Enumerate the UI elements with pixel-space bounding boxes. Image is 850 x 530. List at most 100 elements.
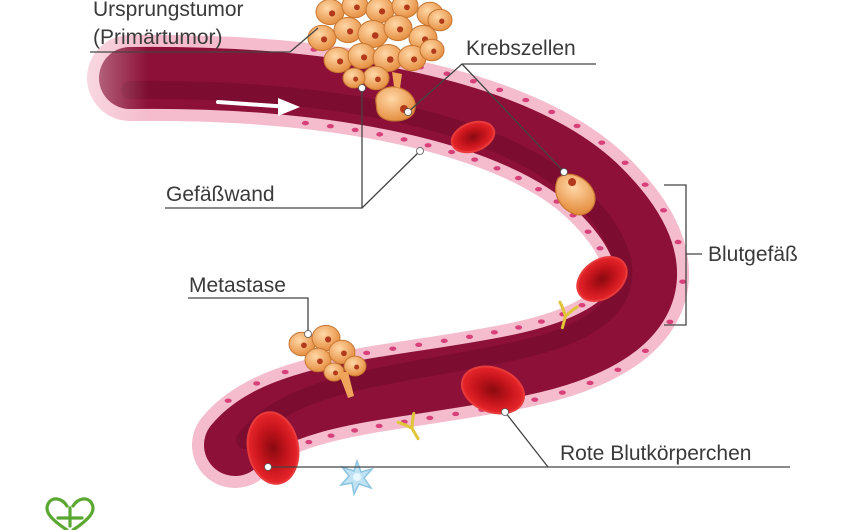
wall-nucleus <box>578 302 586 308</box>
wall-nucleus <box>253 381 261 386</box>
wall-nucleus <box>424 143 432 148</box>
tumor-nucleus <box>337 58 344 65</box>
arrow-head <box>278 98 300 116</box>
antibody-icon <box>558 300 579 330</box>
tumor-nucleus <box>354 364 360 370</box>
wall-nucleus <box>327 433 335 438</box>
wall-nucleus <box>426 415 434 421</box>
leader-dot <box>358 84 366 92</box>
wall-nucleus <box>305 439 313 445</box>
wall-nucleus <box>598 140 606 145</box>
invasion-stalk <box>338 372 354 398</box>
vessel-fade <box>0 20 330 140</box>
wall-nucleus <box>389 346 397 351</box>
wall-nucleus <box>660 208 668 213</box>
wall-nucleus <box>415 342 423 347</box>
wall-nucleus <box>666 319 674 325</box>
wall-nucleus <box>363 350 371 356</box>
wall-nucleus <box>281 369 289 375</box>
wall-nucleus <box>448 149 456 155</box>
wall-nucleus <box>515 325 523 330</box>
label-vessel-wall: Gefäßwand <box>166 183 275 206</box>
tumor-nucleus <box>439 18 445 24</box>
tumor-nucleus <box>379 8 386 15</box>
wall-nucleus <box>493 166 501 171</box>
wall-nucleus <box>531 397 539 402</box>
tumor-nucleus <box>371 32 379 39</box>
wall-nucleus <box>443 71 451 76</box>
label-blood-vessel: Blutgefäß <box>708 243 798 266</box>
wall-nucleus <box>641 348 649 354</box>
tumor-nucleus <box>347 28 354 35</box>
wall-nucleus <box>674 239 682 245</box>
wall-nucleus <box>224 398 232 403</box>
wall-nucleus <box>465 334 473 339</box>
wall-nucleus <box>471 157 479 162</box>
leader-primary-tumor <box>90 27 319 53</box>
red-blood-cell <box>576 256 628 302</box>
label-cancer-cells: Krebszellen <box>466 37 576 60</box>
label-metastasis: Metastase <box>189 274 286 297</box>
wall-nucleus <box>535 186 543 192</box>
wall-nucleus <box>400 137 408 142</box>
wall-nucleus <box>496 87 504 93</box>
red-blood-cell <box>450 120 496 154</box>
wall-nucleus <box>351 127 359 133</box>
label-primary-tumor-line2: (Primärtumor) <box>93 26 223 49</box>
leader-cancer-cells-2 <box>461 63 565 173</box>
leader-dot <box>560 168 568 176</box>
tumor-nucleus <box>317 358 323 365</box>
label-red-blood-cells: Rote Blutkörperchen <box>560 442 751 465</box>
wall-nucleus <box>558 390 566 395</box>
heart-logo-icon <box>45 497 95 530</box>
wall-nucleus <box>548 109 556 115</box>
wall-nucleus <box>469 79 477 84</box>
leader-vessel-wall <box>165 88 421 209</box>
tumor-nucleus <box>329 10 336 17</box>
label-primary-tumor-line1: Ursprungstumor <box>93 0 244 21</box>
tumor-nucleus <box>431 48 437 54</box>
tumor-nucleus <box>353 76 359 82</box>
wall-nucleus <box>584 229 592 234</box>
primary-tumor-cluster <box>307 0 453 91</box>
wall-nucleus <box>586 380 594 386</box>
wall-nucleus <box>514 175 522 181</box>
wall-nucleus <box>641 182 649 187</box>
tumor-nucleus <box>375 76 381 83</box>
leader-dot <box>501 408 509 416</box>
wall-nucleus <box>490 330 498 335</box>
wall-nucleus <box>351 428 359 433</box>
leader-dot <box>404 108 412 116</box>
white-blood-cell-icon <box>338 458 375 497</box>
tumor-nucleus <box>354 4 360 11</box>
tumor-nucleus <box>411 56 418 63</box>
tumor-nucleus <box>325 336 332 343</box>
red-blood-cell <box>461 365 525 415</box>
cancer-cell-circulating <box>555 173 596 216</box>
leader-dot <box>264 463 272 471</box>
wall-nucleus <box>621 160 629 165</box>
wall-nucleus <box>522 97 530 103</box>
wall-nucleus <box>440 338 448 344</box>
tumor-nucleus <box>333 370 338 376</box>
bracket-blood-vessel <box>664 184 702 326</box>
leader-dot <box>416 147 424 155</box>
tumor-nucleus <box>361 54 368 61</box>
wall-nucleus <box>537 319 545 324</box>
tumor-nucleus <box>321 36 328 43</box>
wall-nucleus <box>375 423 383 429</box>
tumor-nucleus <box>404 4 410 11</box>
wall-nucleus <box>596 246 604 251</box>
metastasis-cluster <box>288 324 367 398</box>
leader-dot <box>304 330 312 338</box>
tumor-nucleus <box>341 350 347 357</box>
wall-nucleus <box>679 279 687 284</box>
red-blood-cell <box>246 411 300 485</box>
wall-nucleus <box>452 411 460 417</box>
wall-nucleus <box>376 132 384 137</box>
tumor-nucleus <box>301 342 307 349</box>
tumor-nucleus <box>397 26 404 33</box>
antibody-icon <box>396 411 420 441</box>
